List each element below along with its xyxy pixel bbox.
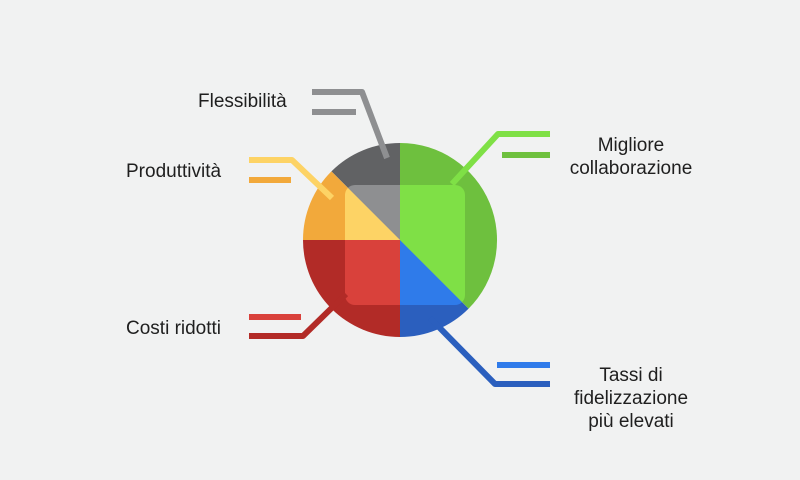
slice-migliore-inner: [400, 185, 465, 305]
label-costi-ridotti: Costi ridotti: [126, 317, 221, 340]
slice-costi-inner: [345, 240, 400, 305]
connector-costi: [249, 291, 349, 339]
label-migliore-line-1: Migliore: [597, 135, 665, 156]
label-tassi-line-3: più elevati: [588, 411, 674, 432]
label-tassi-fidelizzazione: Tassi di fidelizzazione più elevati: [556, 364, 706, 433]
label-produttivita: Produttività: [126, 160, 221, 183]
connector-migliore: [449, 131, 550, 187]
label-produttivita-line: Produttività: [126, 161, 222, 182]
connector-flessibilita: [312, 89, 390, 160]
label-flessibilita: Flessibilità: [198, 90, 287, 113]
slice-produttivita-inner: [345, 185, 400, 240]
label-tassi-line-2: fidelizzazione: [573, 388, 689, 409]
label-migliore-collaborazione: Migliore collaborazione: [556, 134, 706, 180]
label-flessibilita-line: Flessibilità: [198, 91, 287, 112]
connector-produttivita: [249, 157, 335, 201]
connector-tassi: [427, 315, 550, 387]
label-migliore-line-2: collaborazione: [569, 158, 693, 179]
inner-square: [345, 185, 465, 305]
label-costi-line: Costi ridotti: [126, 318, 222, 339]
label-tassi-line-1: Tassi di: [599, 365, 663, 386]
